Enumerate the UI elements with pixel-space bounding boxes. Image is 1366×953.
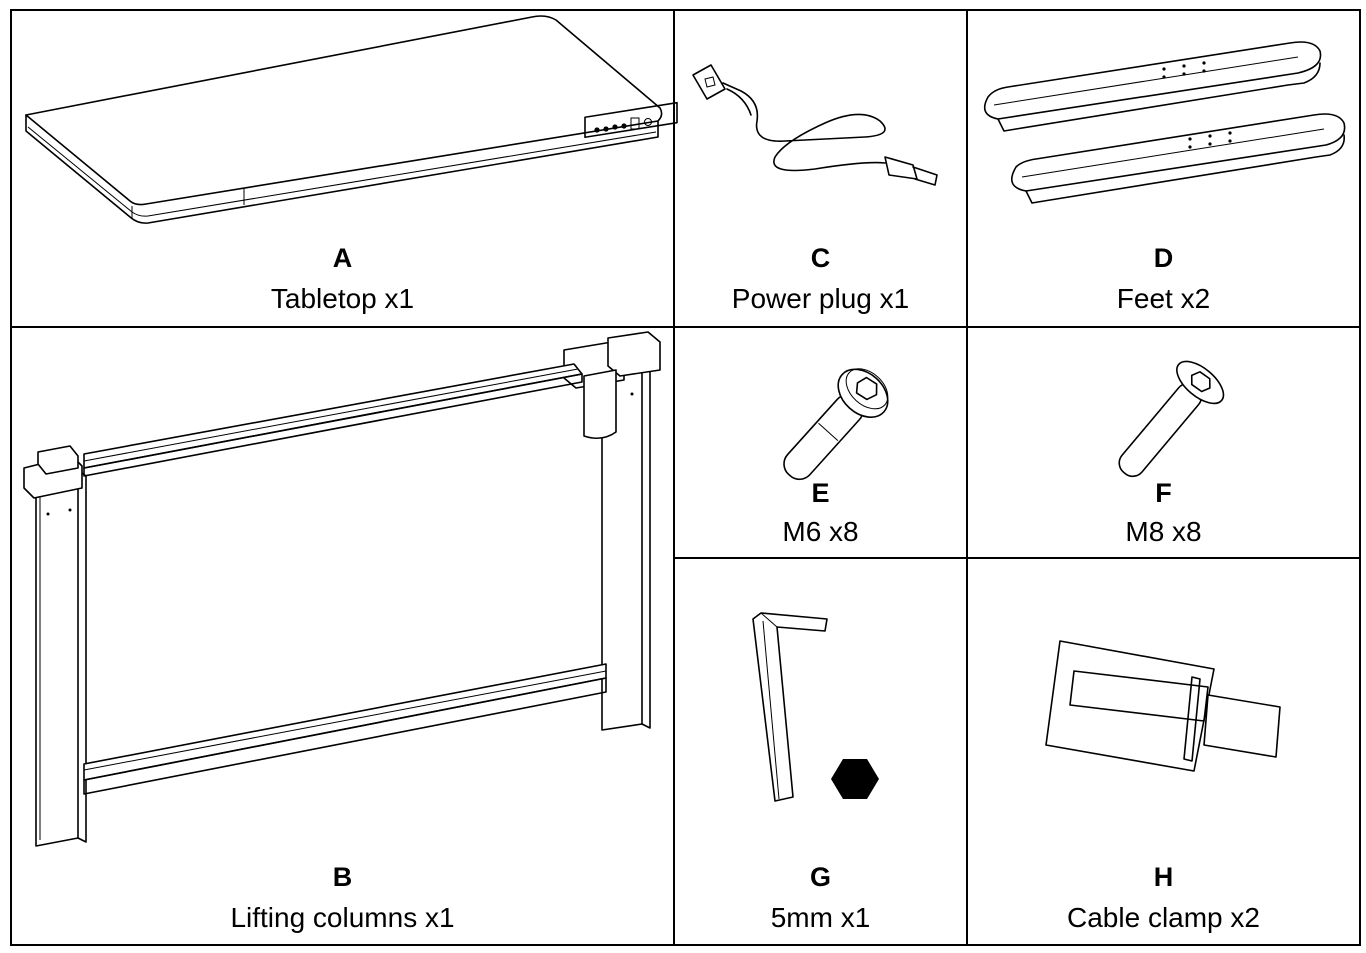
- table-divider-row1: [10, 326, 1361, 328]
- part-letter: G: [809, 862, 831, 892]
- part-cell-g: G 5mm x1: [675, 559, 966, 944]
- part-letter: C: [810, 243, 831, 273]
- part-caption: 5mm x1: [770, 902, 871, 933]
- cable-clamp-illustration: [1045, 640, 1281, 772]
- part-cell-h: H Cable clamp x2: [968, 559, 1359, 944]
- part-letter: E: [811, 478, 830, 508]
- part-caption: Lifting columns x1: [230, 902, 455, 933]
- part-caption: Tabletop x1: [270, 283, 415, 314]
- part-letter: D: [1153, 243, 1174, 273]
- part-cell-e: E M6 x8: [675, 328, 966, 557]
- part-letter: F: [1155, 478, 1172, 508]
- m8-bolt-illustration: [1118, 360, 1225, 478]
- m6-bolt-illustration: [783, 368, 889, 481]
- feet-illustration: [983, 41, 1346, 204]
- tabletop-illustration: [25, 15, 678, 224]
- part-cell-d: D Feet x2: [968, 11, 1359, 326]
- table-divider-row2: [674, 557, 1361, 559]
- table-border-right: [1359, 9, 1361, 946]
- part-caption: Feet x2: [1116, 283, 1211, 314]
- foot-top: [983, 41, 1322, 132]
- part-cell-b: B Lifting columns x1: [12, 328, 673, 944]
- part-cell-f: F M8 x8: [968, 328, 1359, 557]
- allen-key-illustration: [752, 612, 879, 802]
- part-letter: B: [332, 862, 353, 892]
- part-caption: M6 x8: [782, 516, 859, 547]
- table-border-bottom: [10, 944, 1361, 946]
- power-plug-illustration: [692, 64, 938, 186]
- part-cell-c: C Power plug x1: [675, 11, 966, 326]
- part-cell-a: A Tabletop x1: [12, 11, 678, 326]
- table-divider-col2: [966, 9, 968, 946]
- part-caption: Cable clamp x2: [1067, 902, 1260, 933]
- part-letter: A: [332, 243, 353, 273]
- table-border-top: [10, 9, 1361, 11]
- lifting-columns-illustration: [23, 331, 661, 847]
- table-border-left: [10, 9, 12, 946]
- part-caption: M8 x8: [1125, 516, 1202, 547]
- part-caption: Power plug x1: [731, 283, 910, 314]
- hex-icon: [831, 759, 879, 799]
- foot-bottom: [1010, 113, 1346, 204]
- table-divider-col1: [673, 9, 675, 946]
- part-letter: H: [1153, 862, 1174, 892]
